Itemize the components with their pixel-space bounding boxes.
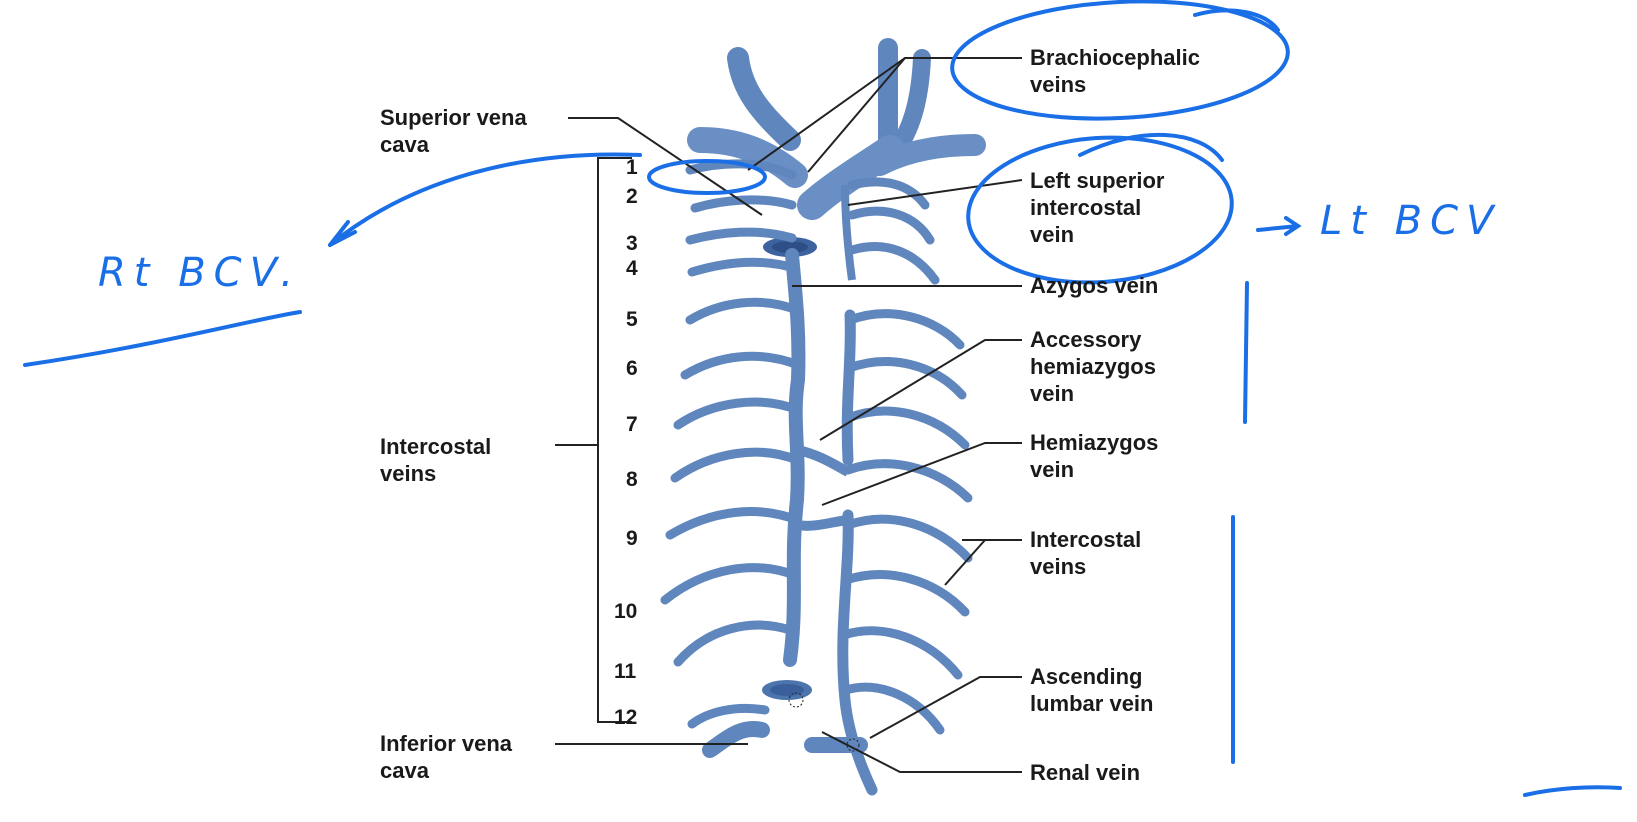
lt-bcv-annotation: Lt BCV <box>1320 198 1501 244</box>
rib-number: 12 <box>614 706 637 730</box>
rib-number: 5 <box>626 308 638 332</box>
renal-vein-label: Renal vein <box>1030 759 1140 786</box>
inferior-vena-cava <box>710 680 860 790</box>
accessory-hemiazygos-vein-label: Accessory hemiazygos vein <box>1030 326 1156 407</box>
rib-number: 3 <box>626 232 638 256</box>
intercostal-veins-right-label: Intercostal veins <box>1030 526 1141 580</box>
azygos-vein-label: Azygos vein <box>1030 272 1158 299</box>
inferior-vena-cava-label: Inferior vena cava <box>380 730 512 784</box>
rib-number: 8 <box>626 468 638 492</box>
superior-vena-cava-label: Superior vena cava <box>380 104 527 158</box>
ascending-lumbar-vein-label: Ascending lumbar vein <box>1030 663 1153 717</box>
left-superior-intercostal-vein-label: Left superior intercostal vein <box>1030 167 1164 248</box>
handwritten-annotations <box>25 0 1620 795</box>
intercostal-veins-left-label: Intercostal veins <box>380 433 491 487</box>
rib-number: 6 <box>626 357 638 381</box>
rib-bracket <box>555 158 632 722</box>
rib-number: 4 <box>626 257 638 281</box>
rt-bcv-annotation: Rt BCV. <box>98 250 301 296</box>
rib-number: 10 <box>614 600 637 624</box>
rib-number: 9 <box>626 527 638 551</box>
left-superior-intercostal-vein <box>845 185 852 280</box>
brachiocephalic-veins-label: Brachiocephalic veins <box>1030 44 1200 98</box>
rib-number: 2 <box>626 185 638 209</box>
hemiazygos-vein-label: Hemiazygos vein <box>1030 429 1158 483</box>
rib-number: 11 <box>614 660 636 684</box>
rib-number: 1 <box>626 156 638 180</box>
rib-number: 7 <box>626 413 638 437</box>
brachiocephalic-veins <box>700 48 975 205</box>
